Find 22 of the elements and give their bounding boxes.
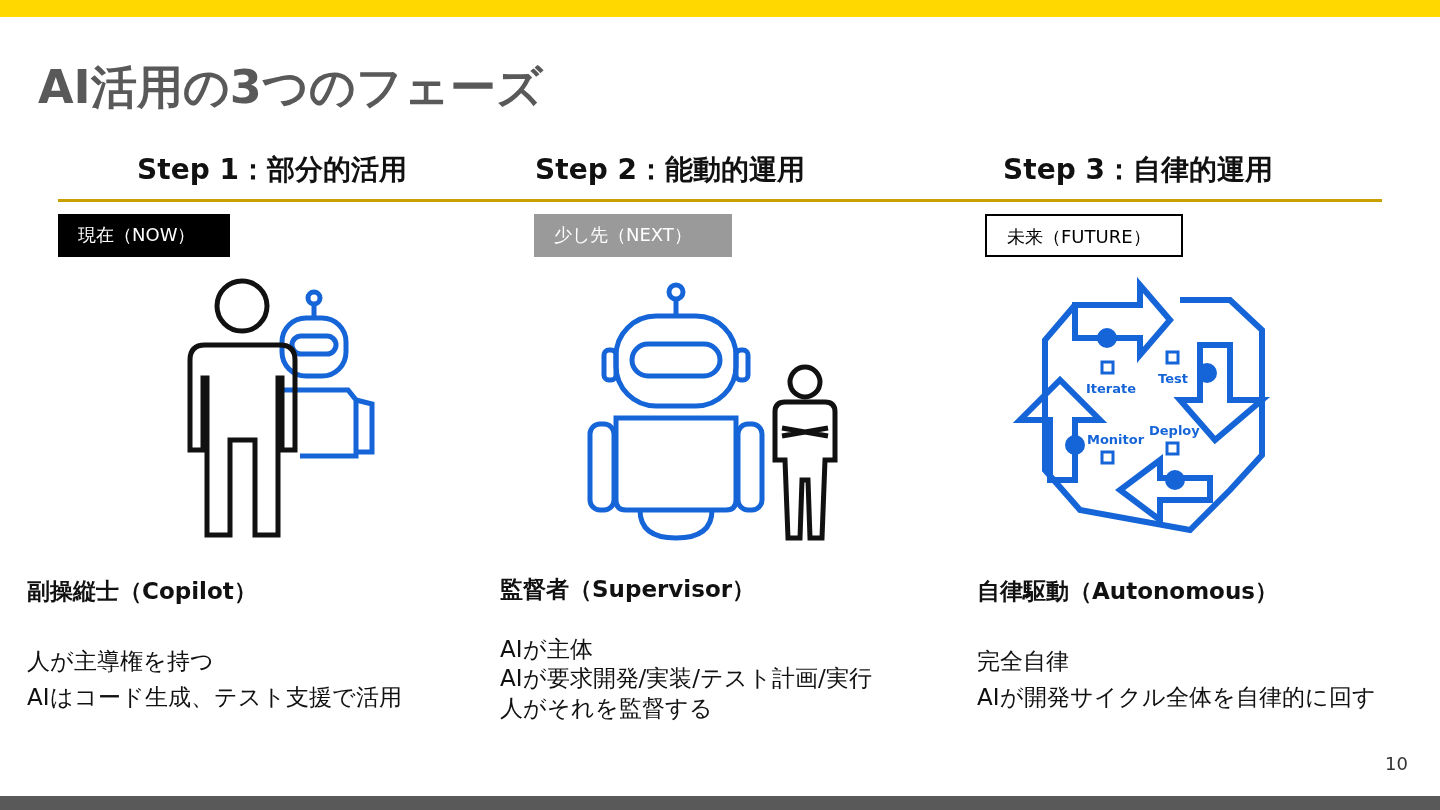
description-text: AIが開発サイクル全体を自律的に回す xyxy=(977,684,1376,712)
role-heading: 監督者（Supervisor） xyxy=(500,576,756,604)
status-badge: 未来（FUTURE） xyxy=(985,214,1183,257)
description-text: 完全自律 xyxy=(977,648,1069,676)
cycle-label: Iterate xyxy=(1086,381,1137,397)
cycle-label: Test xyxy=(1158,371,1188,387)
page-number: 10 xyxy=(1385,753,1408,775)
step-heading: Step 2：能動的運用 xyxy=(535,153,805,187)
description-text: 人がそれを監督する xyxy=(500,695,713,723)
status-badge: 現在（NOW） xyxy=(58,214,230,257)
description-text: AIが要求開発/実装/テスト計画/実行 xyxy=(500,665,872,693)
step-heading: Step 3：自律的運用 xyxy=(1003,153,1273,187)
role-heading: 副操縦士（Copilot） xyxy=(27,578,257,606)
description-text: 人が主導権を持つ xyxy=(27,648,214,676)
role-heading: 自律駆動（Autonomous） xyxy=(977,578,1278,606)
cycle-label: Monitor xyxy=(1087,432,1145,448)
step-heading: Step 1：部分的活用 xyxy=(137,153,407,187)
description-text: AIが主体 xyxy=(500,636,593,664)
status-badge: 少し先（NEXT） xyxy=(534,214,732,257)
description-text: AIはコード生成、テスト支援で活用 xyxy=(27,684,402,712)
slide-title: AI活用の3つのフェーズ xyxy=(38,60,543,116)
cycle-label: Deploy xyxy=(1149,423,1200,439)
